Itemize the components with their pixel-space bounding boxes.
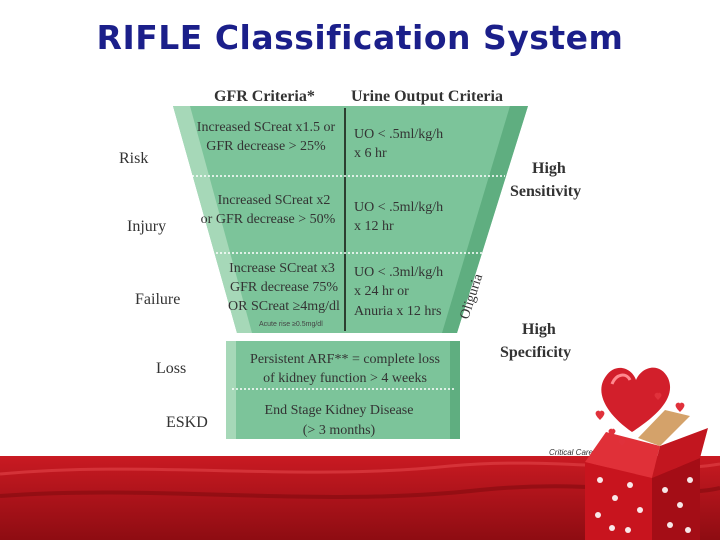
outcome-right-bevel [450, 341, 460, 439]
urine-failure-line-3: Anuria x 12 hrs [354, 304, 442, 319]
gfr-failure-line-2: GFR decrease 75% [230, 280, 338, 295]
credit-text: Critical Care [549, 448, 594, 457]
gfr-injury-line-2: or GFR decrease > 50% [201, 212, 336, 227]
loss-line-1: Persistent ARF** = complete loss [250, 352, 440, 367]
gfr-failure-line-3: OR SCreat ≥4mg/dl [228, 299, 340, 314]
gfr-failure-line-1: Increase SCreat x3 [229, 261, 335, 276]
gfr-risk-line-1: Increased SCreat x1.5 or [197, 120, 336, 135]
stage-label-eskd: ESKD [166, 414, 208, 431]
stage-label-risk: Risk [119, 150, 148, 167]
gfr-criteria-header: GFR Criteria* [214, 88, 315, 105]
outcome-block [226, 341, 460, 439]
urine-risk-line-2: x 6 hr [354, 146, 387, 161]
urine-failure-line-2: x 24 hr or [354, 284, 409, 299]
gfr-risk-line-2: GFR decrease > 25% [206, 139, 326, 154]
stage-label-injury: Injury [127, 218, 166, 235]
high-sensitivity-line-1: High [532, 160, 566, 177]
high-sensitivity-line-2: Sensitivity [510, 183, 581, 200]
stage-label-loss: Loss [156, 360, 186, 377]
page-title: RIFLE Classification System [96, 18, 624, 57]
high-specificity-line-1: High [522, 321, 556, 338]
urine-injury-line-1: UO < .5ml/kg/h [354, 200, 443, 215]
eskd-line-1: End Stage Kidney Disease [265, 403, 414, 418]
urine-risk-line-1: UO < .5ml/kg/h [354, 127, 443, 142]
funnel-right-bevel [442, 106, 528, 333]
funnel-left-bevel [173, 106, 252, 333]
urine-criteria-header: Urine Output Criteria [351, 88, 503, 105]
loss-line-2: of kidney function > 4 weeks [263, 371, 427, 386]
funnel-body [173, 106, 528, 333]
urine-failure-line-1: UO < .3ml/kg/h [354, 265, 443, 280]
outcome-left-bevel [226, 341, 236, 439]
high-specificity-line-2: Specificity [500, 344, 571, 361]
stage-label-failure: Failure [135, 291, 180, 308]
eskd-line-2: (> 3 months) [303, 423, 376, 438]
urine-injury-line-2: x 12 hr [354, 219, 394, 234]
gfr-injury-line-1: Increased SCreat x2 [218, 193, 331, 208]
gfr-failure-note: Acute rise ≥0.5mg/dl [259, 321, 323, 328]
